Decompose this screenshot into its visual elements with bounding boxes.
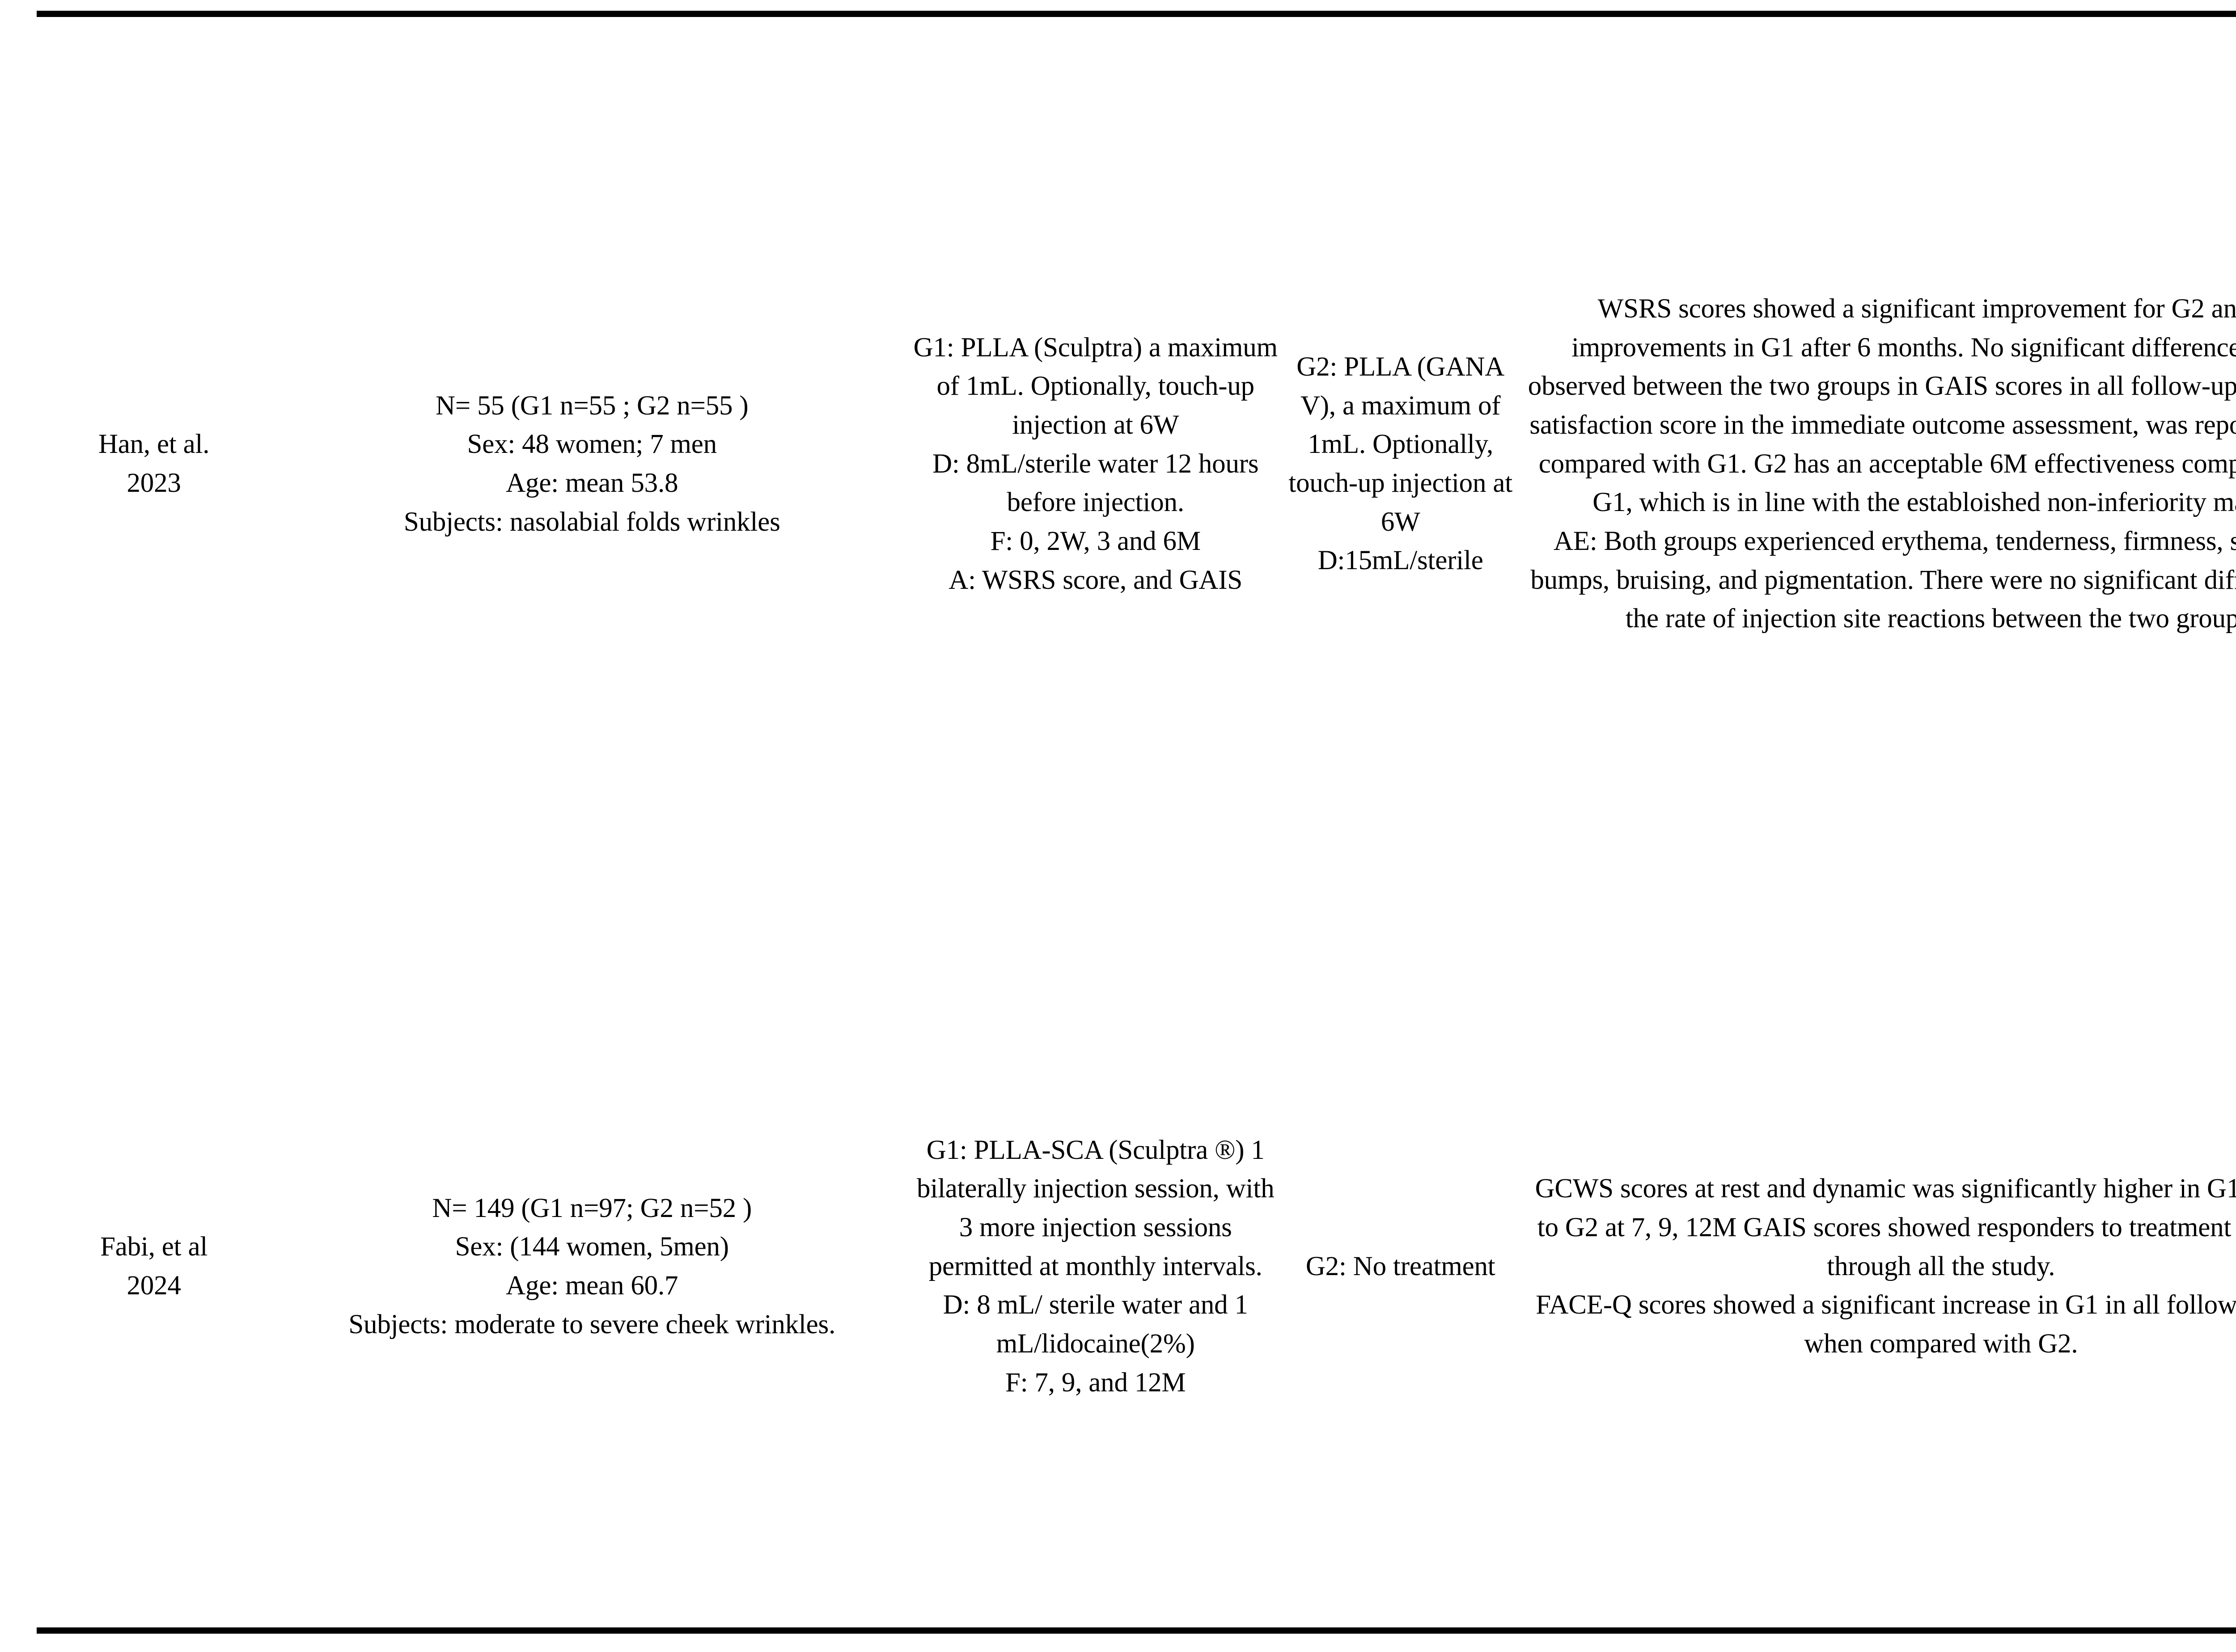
table-row: Han, et al. 2023 N= 55 (G1 n=55 ; G2 n=5… [37,17,2236,911]
population-n: N= 149 (G1 n=97; G2 n=52 ) [432,1193,752,1223]
study-author: Fabi, et al [100,1232,208,1262]
study-comparison-table: Han, et al. 2023 N= 55 (G1 n=55 ; G2 n=5… [37,17,2236,1622]
population-age: Age: mean 60.7 [506,1271,678,1301]
group1-assessment: A: WSRS score, and GAIS [949,565,1243,595]
population-sex: Sex: (144 women, 5men) [455,1232,729,1262]
cell-group1-intervention: G1: PLLA-SCA (Sculptra ®) 1 bilaterally … [913,911,1278,1622]
group1-dilution: D: 8 mL/ sterile water and 1 mL/lidocain… [943,1290,1248,1359]
results-adverse-events: AE: Both groups experienced erythema, te… [1530,526,2236,634]
population-subjects: Subjects: moderate to severe cheek wrink… [348,1309,836,1339]
cell-results: GCWS scores at rest and dynamic was sign… [1523,911,2236,1622]
population-age: Age: mean 53.8 [506,468,678,498]
population-n: N= 55 (G1 n=55 ; G2 n=55 ) [435,390,749,421]
cell-study-reference: Fabi, et al 2024 [37,911,271,1622]
cell-group2-intervention: G2: PLLA (GANA V), a maximum of 1mL. Opt… [1278,17,1523,911]
group2-dilution: D:15mL/sterile [1317,545,1483,576]
table-top-rule [37,11,2236,17]
results-efficacy: GCWS scores at rest and dynamic was sign… [1535,1174,2236,1281]
study-year: 2024 [127,1271,181,1301]
group1-followup: F: 7, 9, and 12M [1005,1367,1186,1398]
group1-followup: F: 0, 2W, 3 and 6M [990,526,1201,556]
cell-study-reference: Han, et al. 2023 [37,17,271,911]
study-author: Han, et al. [98,429,210,460]
cell-group2-intervention: G2: No treatment [1278,911,1523,1622]
group1-intervention: G1: PLLA (Sculptra) a maximum of 1mL. Op… [913,332,1278,440]
results-efficacy: WSRS scores showed a significant improve… [1528,294,2236,518]
cell-group1-intervention: G1: PLLA (Sculptra) a maximum of 1mL. Op… [913,17,1278,911]
group1-dilution: D: 8mL/sterile water 12 hours before inj… [932,448,1259,518]
study-year: 2023 [127,468,181,498]
population-sex: Sex: 48 women; 7 men [467,429,717,460]
cell-population: N= 149 (G1 n=97; G2 n=52 ) Sex: (144 wom… [271,911,913,1622]
results-quality-of-life: FACE-Q scores showed a significant incre… [1536,1290,2236,1359]
population-subjects: Subjects: nasolabial folds wrinkles [403,507,780,537]
group2-intervention: G2: No treatment [1305,1251,1495,1281]
table-row: Fabi, et al 2024 N= 149 (G1 n=97; G2 n=5… [37,911,2236,1622]
group1-intervention: G1: PLLA-SCA (Sculptra ®) 1 bilaterally … [917,1135,1275,1281]
cell-results: WSRS scores showed a significant improve… [1523,17,2236,911]
cell-population: N= 55 (G1 n=55 ; G2 n=55 ) Sex: 48 women… [271,17,913,911]
group2-intervention: G2: PLLA (GANA V), a maximum of 1mL. Opt… [1288,352,1512,537]
table-bottom-rule [37,1627,2236,1634]
